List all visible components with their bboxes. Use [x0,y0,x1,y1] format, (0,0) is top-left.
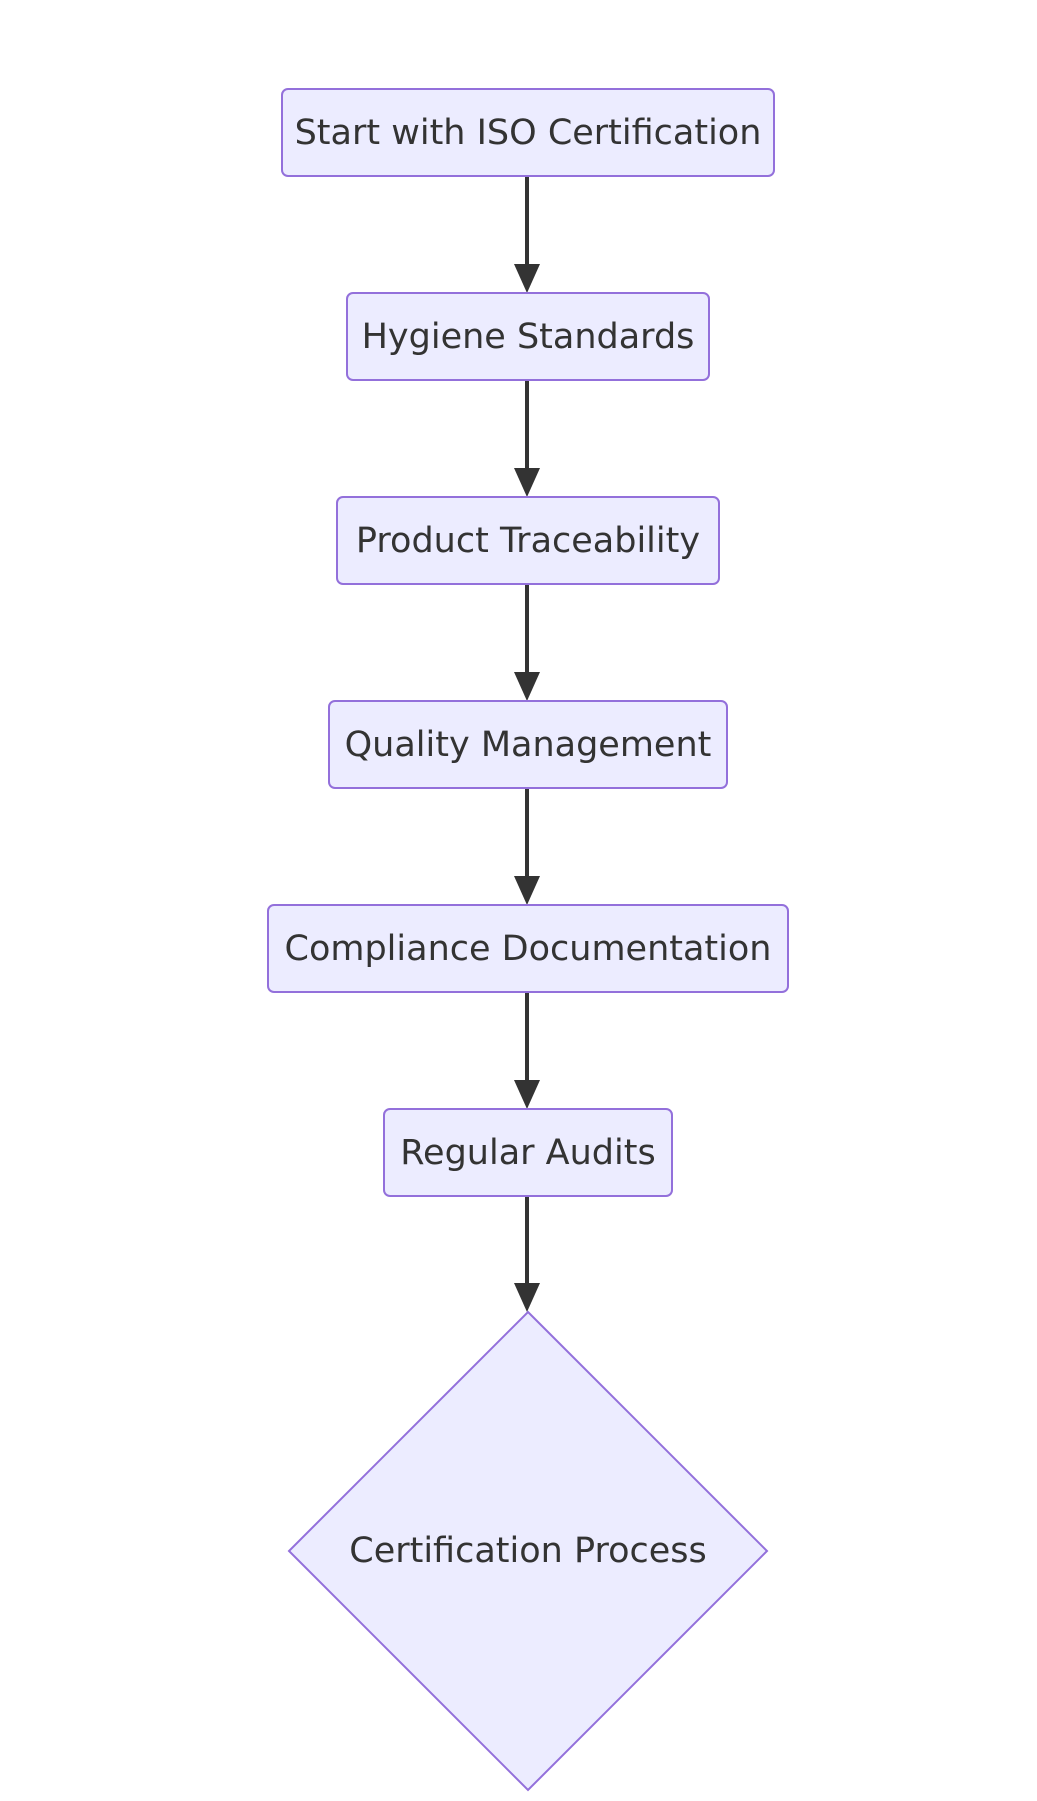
node-hygiene-label: Hygiene Standards [362,317,695,357]
node-certification[interactable]: Certification Process [287,1310,769,1792]
node-audits-label: Regular Audits [400,1133,655,1173]
node-compliance-label: Compliance Documentation [285,929,772,969]
edge-hygiene-to-traceability [514,380,540,497]
edge-audits-to-certification [514,1196,540,1312]
edge-traceability-to-quality [514,584,540,701]
node-start[interactable]: Start with ISO Certification [281,88,775,177]
node-quality-label: Quality Management [345,725,712,765]
node-traceability-label: Product Traceability [356,521,700,561]
node-start-label: Start with ISO Certification [295,113,762,153]
edge-start-to-hygiene [514,176,540,293]
node-compliance[interactable]: Compliance Documentation [267,904,789,993]
node-audits[interactable]: Regular Audits [383,1108,673,1197]
edge-quality-to-compliance [514,788,540,905]
node-certification-label: Certification Process [349,1531,707,1571]
node-quality[interactable]: Quality Management [328,700,728,789]
node-hygiene[interactable]: Hygiene Standards [346,292,710,381]
edge-compliance-to-audits [514,992,540,1109]
node-traceability[interactable]: Product Traceability [336,496,720,585]
